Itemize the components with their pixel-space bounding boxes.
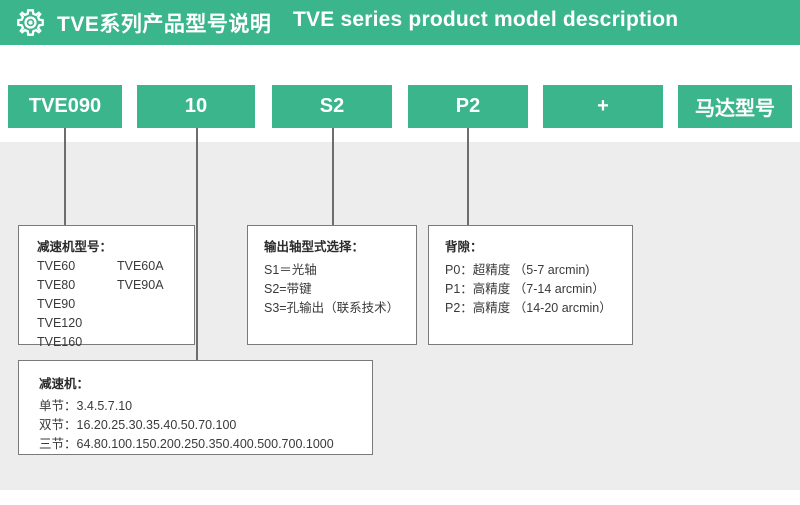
model-segment-backlash[interactable]: P2: [408, 85, 528, 128]
model-segment-motor-model[interactable]: 马达型号: [678, 85, 792, 128]
gearbox-model-row-2-col-2: TVE90A: [117, 278, 164, 292]
gear-icon: [17, 9, 44, 36]
callout-output-shaft: 输出轴型式选择： S1＝光轴 S2=带键 S3=孔输出（联系技术）: [247, 225, 417, 345]
output-shaft-option-s2: S2=带键: [264, 282, 312, 296]
header-title-chinese: TVE系列产品型号说明: [57, 13, 272, 36]
gearbox-model-row-1-col-1: TVE60: [37, 259, 76, 273]
gearbox-model-row-4-col-1: TVE120: [37, 316, 83, 330]
callout-reducer-ratio-title: 减速机：: [39, 377, 90, 391]
connector-line-ratio: [196, 128, 198, 361]
gearbox-model-row-3-col-1: TVE90: [37, 297, 76, 311]
model-segment-shaft-type[interactable]: S2: [272, 85, 392, 128]
callout-reducer-ratio: 减速机： 单节：3.4.5.7.10 双节：16.20.25.30.35.40.…: [18, 360, 373, 455]
model-segment-plus[interactable]: +: [543, 85, 663, 128]
backlash-grade-p0: P0：超精度 （5-7 arcmin): [445, 263, 590, 277]
model-segment-gearbox-model[interactable]: TVE090: [8, 85, 122, 128]
gearbox-model-row-5-col-1: TVE160: [37, 335, 83, 349]
page-header: TVE系列产品型号说明 TVE series product model des…: [0, 0, 800, 45]
callout-backlash: 背隙： P0：超精度 （5-7 arcmin) P1：高精度 （7-14 arc…: [428, 225, 633, 345]
model-segment-ratio[interactable]: 10: [137, 85, 255, 128]
gearbox-model-row-1-col-2: TVE60A: [117, 259, 164, 273]
reducer-ratio-single-stage: 单节：3.4.5.7.10: [39, 399, 133, 413]
callout-output-shaft-title: 输出轴型式选择：: [264, 240, 365, 254]
connector-line-shaft-type: [332, 128, 334, 226]
backlash-grade-p2: P2：高精度 （14-20 arcmin）: [445, 301, 612, 315]
header-title-english: TVE series product model description: [293, 8, 679, 31]
callout-gearbox-model: 减速机型号： TVE60 TVE60A TVE80 TVE90A TVE90 T…: [18, 225, 195, 349]
reducer-ratio-double-stage: 双节：16.20.25.30.35.40.50.70.100: [39, 418, 237, 432]
gearbox-model-row-2-col-1: TVE80: [37, 278, 76, 292]
connector-line-backlash: [467, 128, 469, 226]
callout-gearbox-model-title: 减速机型号：: [37, 240, 113, 254]
backlash-grade-p1: P1：高精度 （7-14 arcmin）: [445, 282, 605, 296]
reducer-ratio-triple-stage: 三节：64.80.100.150.200.250.350.400.500.700…: [39, 437, 334, 451]
output-shaft-option-s3: S3=孔输出（联系技术）: [264, 301, 400, 315]
output-shaft-option-s1: S1＝光轴: [264, 263, 317, 277]
callout-backlash-title: 背隙：: [445, 240, 483, 254]
connector-line-gearbox-model: [64, 128, 66, 226]
